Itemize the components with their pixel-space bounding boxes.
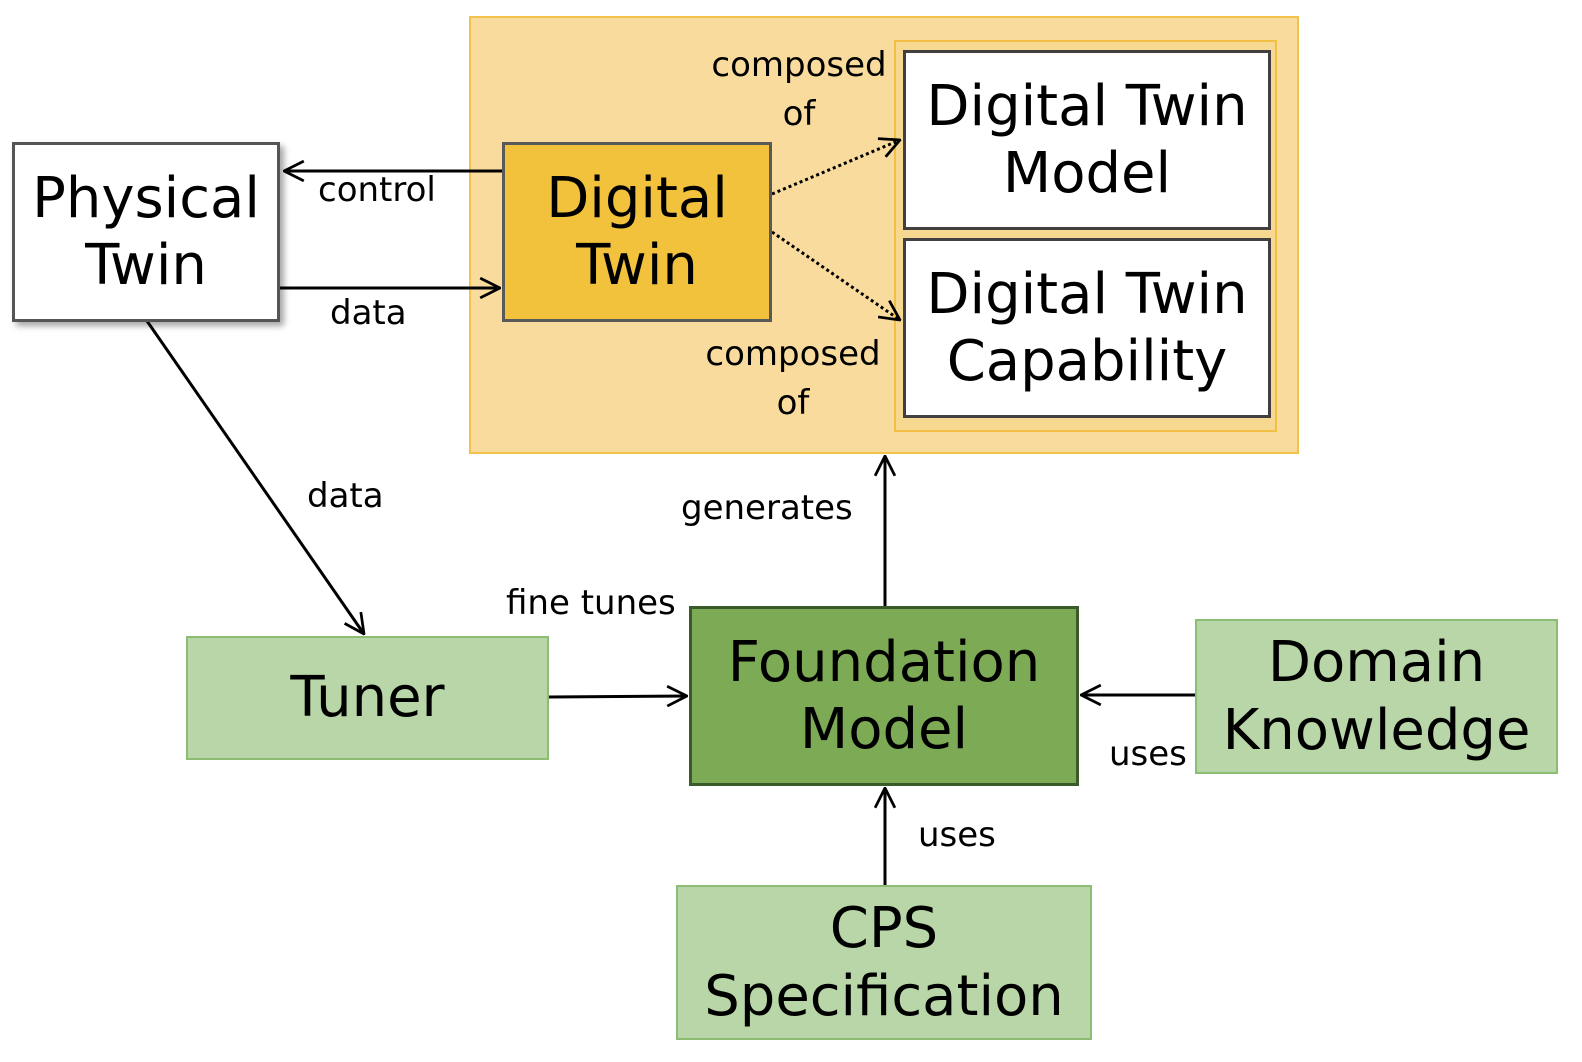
tuner-label: Tuner — [290, 665, 445, 731]
foundation-model-line-1: Foundation — [727, 629, 1041, 695]
composed-of-capability-label: composed of — [704, 330, 882, 429]
data-arrow-to-tuner — [145, 320, 364, 634]
uses-cps-label: uses — [918, 815, 996, 855]
fine-tunes-label: fine tunes — [506, 583, 676, 623]
dt-capability-line-2: Capability — [946, 329, 1228, 394]
digital-twin-line-1: Digital — [546, 165, 728, 231]
composed-of-capability-line-2: of — [776, 383, 810, 424]
domain-knowledge-line-2: Knowledge — [1222, 697, 1531, 763]
composed-of-model-line-2: of — [782, 94, 816, 135]
foundation-model-node: Foundation Model — [689, 606, 1079, 786]
uses-domain-label: uses — [1109, 734, 1187, 774]
cps-spec-line-1: CPS — [829, 896, 939, 962]
composed-of-model-line-1: composed — [711, 45, 887, 85]
domain-knowledge-line-1: Domain — [1267, 630, 1486, 696]
dt-model-line-1: Digital Twin — [926, 73, 1248, 139]
cps-spec-line-2: Specification — [704, 963, 1064, 1029]
composed-of-model-label: composed of — [710, 41, 888, 140]
digital-twin-capability-node: Digital Twin Capability — [903, 238, 1271, 418]
cps-specification-node: CPS Specification — [676, 885, 1092, 1040]
dt-capability-line-1: Digital Twin — [926, 261, 1248, 327]
generates-label: generates — [681, 488, 853, 528]
digital-twin-line-2: Twin — [576, 233, 698, 298]
data-label-to-tuner: data — [307, 476, 384, 516]
physical-twin-line-1: Physical — [32, 165, 260, 231]
fine-tunes-arrow — [548, 696, 687, 697]
foundation-model-line-2: Model — [799, 697, 969, 762]
composed-of-model-arrow — [771, 140, 900, 196]
dt-model-line-2: Model — [1002, 141, 1172, 206]
composed-of-capability-line-1: composed — [705, 334, 881, 374]
tuner-node: Tuner — [186, 636, 549, 760]
data-label-to-digital-twin: data — [330, 293, 407, 333]
domain-knowledge-node: Domain Knowledge — [1195, 619, 1558, 774]
control-label: control — [318, 170, 436, 210]
physical-twin-line-2: Twin — [85, 233, 207, 298]
physical-twin-node: Physical Twin — [12, 142, 280, 322]
digital-twin-model-node: Digital Twin Model — [903, 50, 1271, 230]
digital-twin-node: Digital Twin — [502, 142, 772, 322]
composed-of-capability-arrow — [771, 230, 900, 320]
